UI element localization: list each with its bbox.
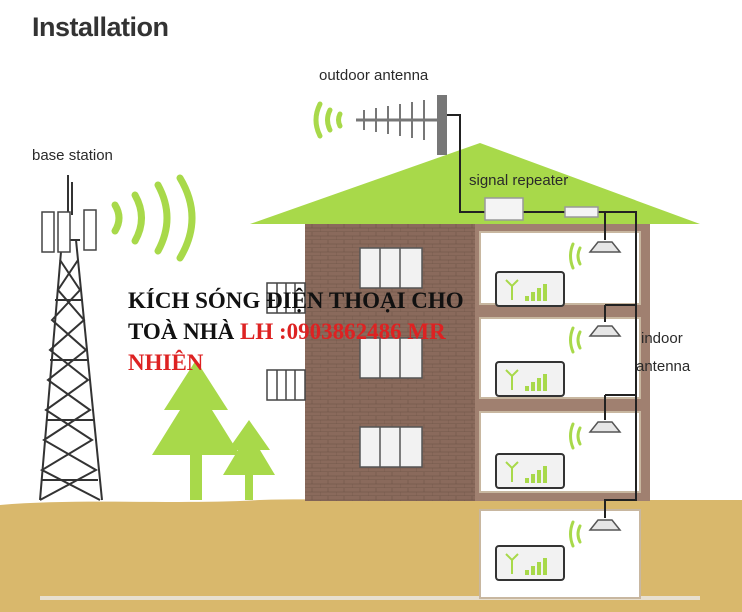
indoor-signal-waves [569, 242, 582, 548]
indoor-antenna-label-line2: antenna [636, 358, 691, 375]
signal-repeater-box [484, 197, 524, 221]
overlay-line-2-black: TOÀ NHÀ [128, 319, 241, 344]
overlay-line-2: TOÀ NHÀ LH :0903862486 MR [128, 316, 588, 347]
roof [250, 143, 700, 224]
overlay-phone-contact: LH :0903862486 MR [240, 319, 446, 344]
promo-overlay-text: KÍCH SÓNG ĐIỆN THOẠI CHO TOÀ NHÀ LH :090… [128, 285, 588, 378]
base-signal-waves-icon [111, 174, 196, 262]
base-station-label: base station [32, 147, 113, 164]
base-station-tower [39, 175, 103, 501]
tree-large [152, 360, 240, 500]
windows [359, 247, 423, 468]
outdoor-signal-waves-icon [313, 101, 343, 139]
base-station-panels [41, 209, 97, 253]
outdoor-antenna-icon [356, 95, 447, 155]
phone-antenna-glyph-icon [505, 279, 519, 574]
indoor-antenna-label-line1: indoor [641, 330, 683, 347]
phone-signal-bars-icon [525, 284, 547, 575]
overlay-line-3: NHIÊN [128, 350, 204, 375]
splitter [564, 206, 599, 218]
balconies [266, 282, 306, 401]
overlay-line-1: KÍCH SÓNG ĐIỆN THOẠI CHO [128, 288, 464, 313]
outdoor-antenna-label: outdoor antenna [319, 67, 429, 84]
tree-small [223, 420, 275, 500]
indoor-antennas [588, 241, 622, 531]
signal-repeater-label: signal repeater [469, 172, 569, 189]
cable [447, 114, 637, 518]
page-title: Installation [32, 12, 169, 42]
